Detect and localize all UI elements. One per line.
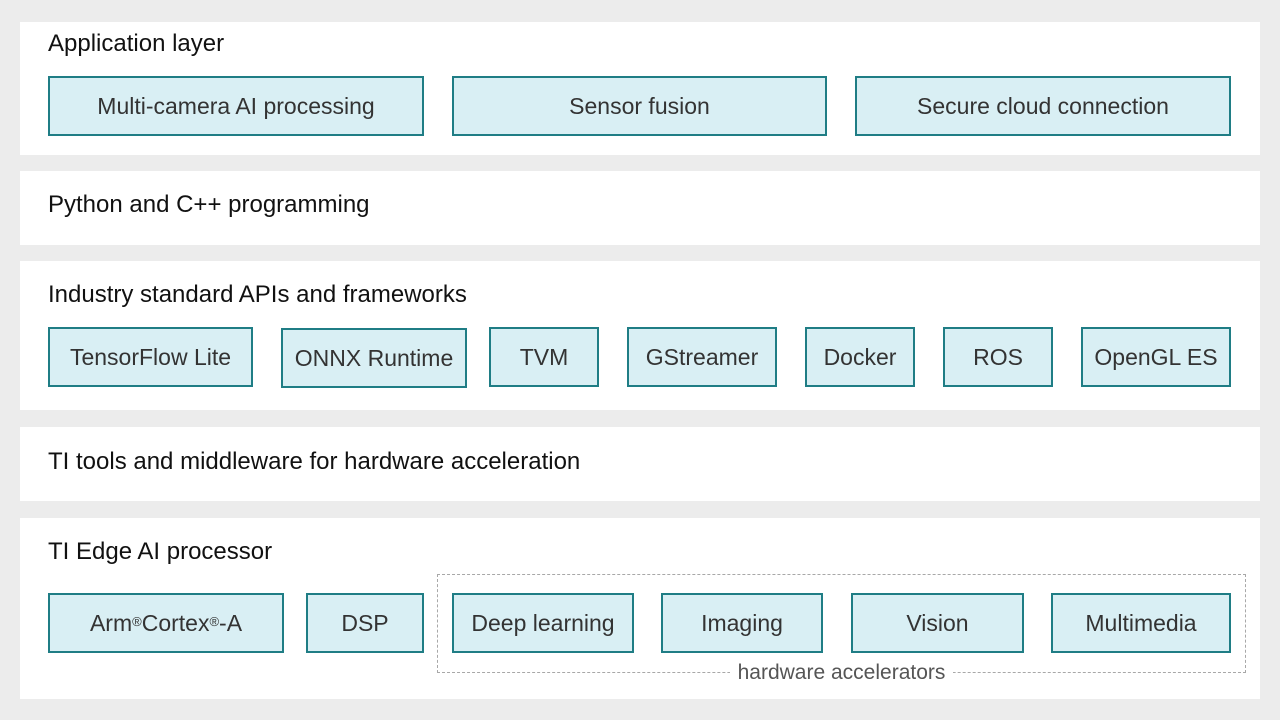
cortex-text: Cortex <box>141 609 210 636</box>
api-item-tensorflow-lite: TensorFlow Lite <box>48 327 253 387</box>
hardware-accelerators-group: hardware accelerators <box>437 574 1246 684</box>
tools-layer: TI tools and middleware for hardware acc… <box>20 427 1260 501</box>
api-item-ros: ROS <box>943 327 1053 387</box>
apis-layer: Industry standard APIs and frameworks Te… <box>20 261 1260 410</box>
api-item-onnx-runtime: ONNX Runtime <box>281 328 467 388</box>
tools-layer-title: TI tools and middleware for hardware acc… <box>48 448 581 475</box>
app-item-sensor-fusion: Sensor fusion <box>452 76 827 136</box>
application-layer-title: Application layer <box>48 30 225 57</box>
accelerator-item-vision: Vision <box>851 593 1024 653</box>
api-item-gstreamer: GStreamer <box>627 327 777 387</box>
app-item-multi-camera: Multi-camera AI processing <box>48 76 424 136</box>
hardware-accelerators-label: hardware accelerators <box>438 661 1245 685</box>
processor-layer-title: TI Edge AI processor <box>48 538 273 565</box>
accelerator-item-imaging: Imaging <box>661 593 823 653</box>
accelerator-item-multimedia: Multimedia <box>1051 593 1231 653</box>
accelerator-item-deep-learning: Deep learning <box>452 593 634 653</box>
registered-mark: ® <box>209 613 220 629</box>
programming-layer: Python and C++ programming <box>20 171 1260 245</box>
application-layer: Application layer Multi-camera AI proces… <box>20 22 1260 155</box>
programming-layer-title: Python and C++ programming <box>48 191 370 218</box>
a-suffix-text: -A <box>219 609 243 636</box>
api-item-opengl-es: OpenGL ES <box>1081 327 1231 387</box>
processor-item-arm-cortex-a: Arm® Cortex®-A <box>48 593 284 653</box>
api-item-tvm: TVM <box>489 327 599 387</box>
apis-layer-title: Industry standard APIs and frameworks <box>48 281 467 308</box>
processor-item-dsp: DSP <box>306 593 424 653</box>
app-item-secure-cloud: Secure cloud connection <box>855 76 1231 136</box>
processor-layer: TI Edge AI processor Arm® Cortex®-A DSP … <box>20 518 1260 699</box>
api-item-docker: Docker <box>805 327 915 387</box>
registered-mark: ® <box>132 613 142 629</box>
arm-text: Arm <box>89 609 133 636</box>
